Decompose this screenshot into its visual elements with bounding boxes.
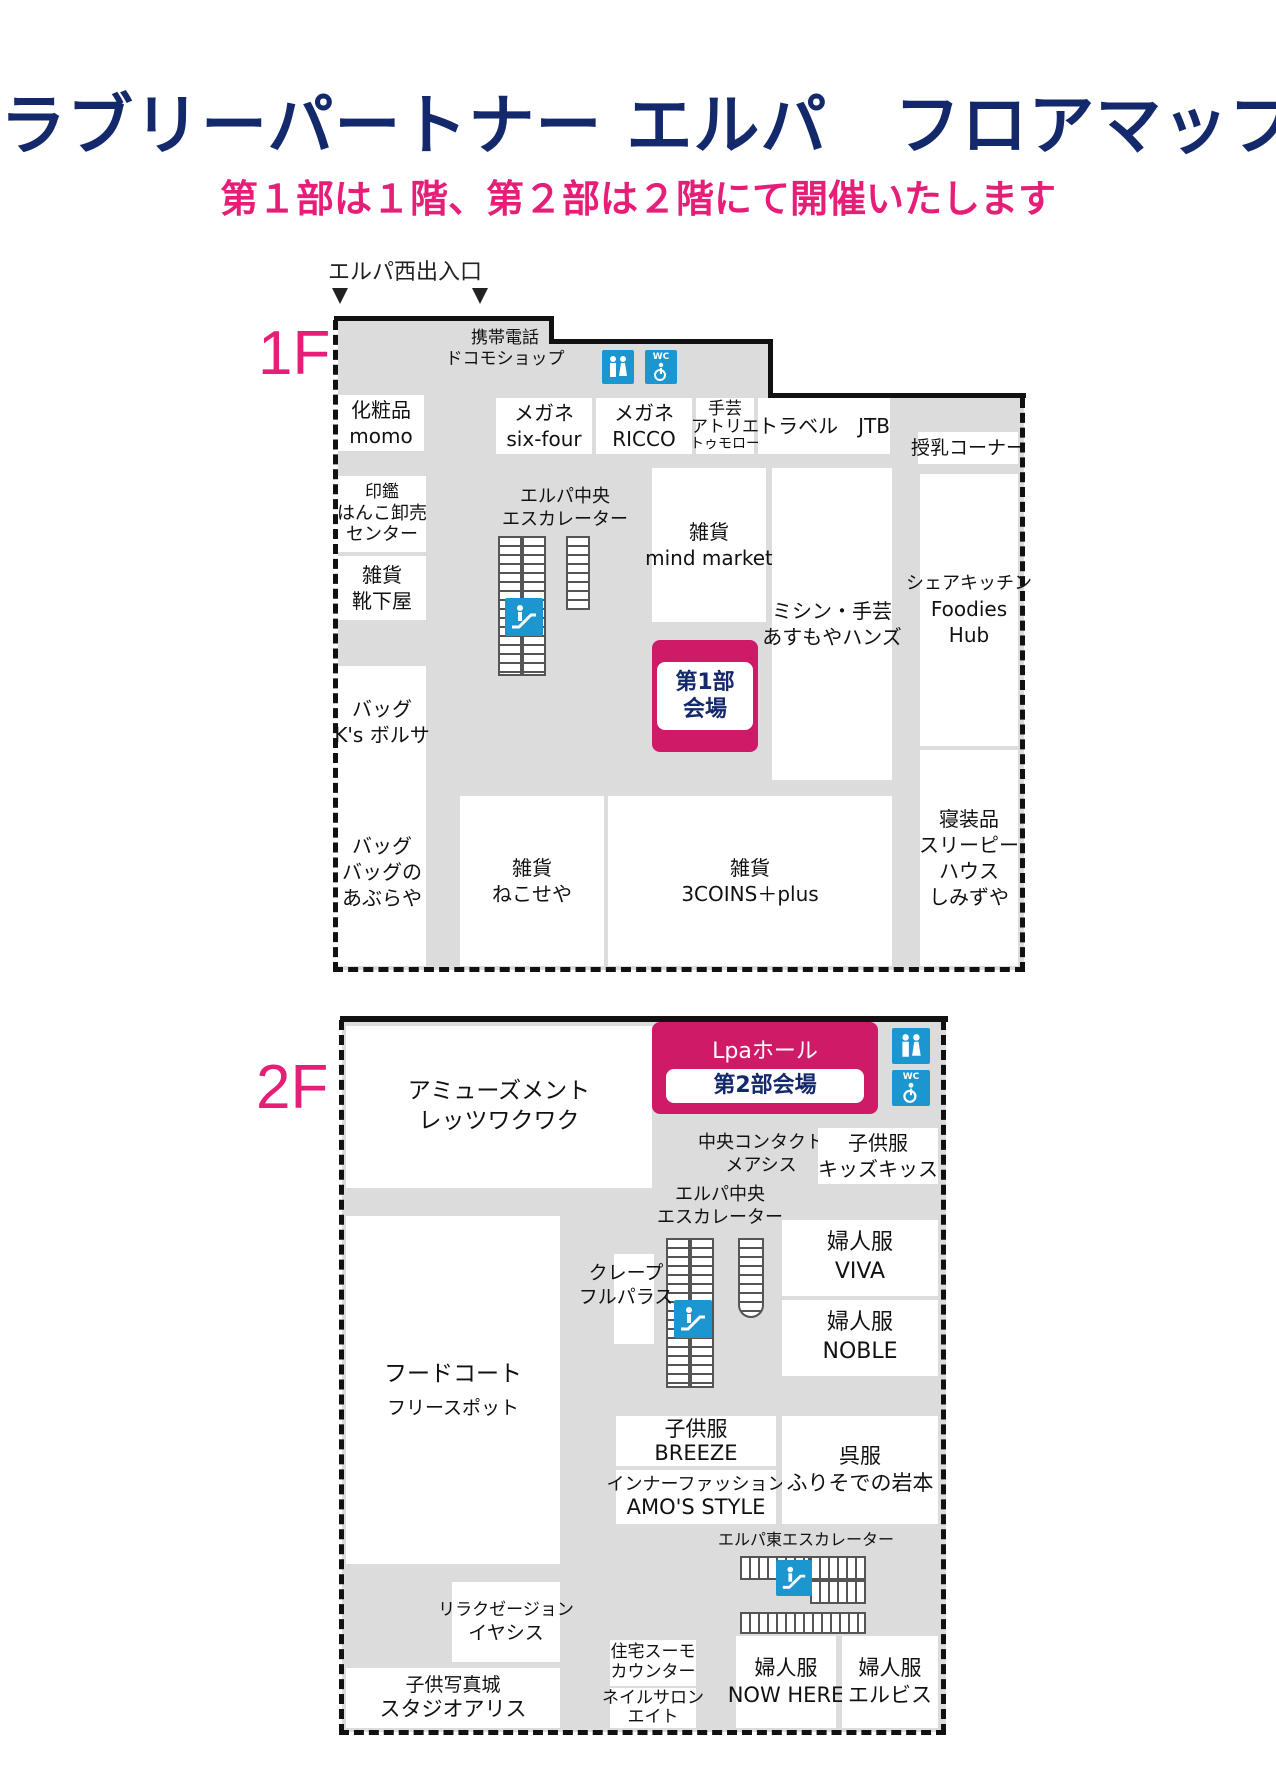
restroom-icon (892, 1028, 930, 1064)
shop-nekoseya[interactable]: 雑貨 ねこせや (460, 796, 604, 966)
nursing-room[interactable]: 授乳コーナー (911, 432, 1025, 464)
shop-elbis[interactable]: 婦人服 エルビス (842, 1636, 938, 1728)
shop-momo[interactable]: 化粧品 momo (338, 395, 424, 451)
shop-asumoya[interactable]: ミシン・手芸 あすもやハンズ (762, 468, 902, 780)
wall (339, 1730, 946, 1735)
venue-part2[interactable]: Lpaホール 第2部会場 (652, 1022, 878, 1114)
escalator-icon (505, 598, 543, 636)
wall (941, 1020, 946, 1734)
shop-studio[interactable]: 子供写真城 スタジオアリス (346, 1668, 560, 1728)
wall (768, 339, 773, 398)
shop-amusement[interactable]: アミューズメント レッツワクワク (346, 1026, 652, 1188)
entrance-arrow-icon (472, 288, 488, 304)
venue-part2-label: 第2部会場 (666, 1069, 864, 1103)
wall (549, 316, 554, 344)
food-court[interactable]: フードコート フリースポット (346, 1216, 560, 1564)
page-title: ラブリーパートナー エルパ フロアマップ (0, 87, 1276, 164)
floor-label-2f: 2F (256, 1053, 329, 1122)
shop-nowhere[interactable]: 婦人服 NOW HERE (728, 1636, 844, 1728)
shop-shimizuya[interactable]: 寝装品 スリーピー ハウス しみずや (919, 750, 1019, 966)
shop-noble[interactable]: 婦人服 NOBLE (782, 1300, 938, 1376)
escalator-stairs (566, 536, 590, 610)
escalator-stairs (738, 1238, 764, 1318)
restroom-icon (602, 350, 634, 384)
shop-docomo[interactable]: 携帯電話 ドコモショップ (445, 328, 565, 370)
shop-aburaya[interactable]: バッグ バッグの あぶらや (338, 778, 426, 966)
venue-part1-label: 第1部 会場 (657, 662, 753, 730)
venue-part1[interactable]: 第1部 会場 (652, 640, 758, 752)
wall (340, 1016, 948, 1022)
shop-iyasis[interactable]: リラクゼージョン イヤシス (438, 1582, 574, 1662)
shop-kutsushita[interactable]: 雑貨 靴下屋 (338, 556, 426, 620)
wall (334, 316, 554, 321)
shop-hanko[interactable]: 印鑑 はんこ卸売 センター (337, 476, 427, 552)
accessible-wc-icon: WC (892, 1070, 930, 1106)
shop-contact[interactable]: 中央コンタクト メアシス (698, 1132, 824, 1176)
floor-label-1f: 1F (258, 319, 331, 388)
shop-foodies[interactable]: シェアキッチン Foodies Hub (906, 474, 1032, 746)
wall (333, 320, 338, 972)
central-escalator-label: エルパ中央 エスカレーター (502, 486, 628, 530)
shop-threecoins[interactable]: 雑貨 3COINS＋plus (608, 796, 892, 966)
escalator-stairs (810, 1580, 866, 1604)
shop-viva[interactable]: 婦人服 VIVA (782, 1220, 938, 1296)
shop-jtb[interactable]: トラベル JTB (758, 398, 890, 454)
entrance-arrow-icon (332, 288, 348, 304)
escalator-stairs (740, 1612, 866, 1634)
shop-ricco[interactable]: メガネ RICCO (596, 398, 692, 454)
wall (339, 1020, 344, 1734)
shop-crepe[interactable]: クレープ フルパラス (578, 1262, 674, 1308)
wall (549, 339, 773, 344)
shop-breeze[interactable]: 子供服 BREEZE (616, 1416, 776, 1466)
shop-mindmarket[interactable]: 雑貨 mind market (645, 468, 773, 622)
shop-nail[interactable]: ネイルサロン エイト (602, 1688, 704, 1728)
shop-iwamoto[interactable]: 呉服 ふりそでの岩本 (782, 1416, 938, 1524)
shop-sixfour[interactable]: メガネ six-four (496, 398, 592, 454)
escalator-icon (674, 1300, 712, 1338)
central-escalator-label: エルパ中央 エスカレーター (657, 1184, 783, 1228)
shop-kidskiss[interactable]: 子供服 キッズキッス (818, 1128, 938, 1184)
west-entrance-label: エルパ西出入口 (328, 260, 483, 285)
page-subtitle: 第１部は１階、第２部は２階にて開催いたします (219, 177, 1056, 221)
escalator-stairs (810, 1556, 866, 1580)
shop-atelier[interactable]: 手芸 アトリエ トゥモロー (690, 398, 760, 454)
accessible-wc-icon: WC (645, 350, 677, 384)
suumo-counter[interactable]: 住宅スーモ カウンター (610, 1640, 696, 1686)
wall (333, 967, 1025, 972)
wall (1020, 398, 1025, 972)
east-escalator-label: エルパ東エスカレーター (717, 1530, 894, 1549)
shop-amos[interactable]: インナーファッション AMO'S STYLE (607, 1470, 785, 1524)
shop-ksborsa[interactable]: バッグ K's ボルサ (334, 666, 430, 778)
shop-crepe-box (614, 1254, 654, 1344)
wall (768, 393, 1026, 398)
escalator-icon (776, 1560, 812, 1596)
